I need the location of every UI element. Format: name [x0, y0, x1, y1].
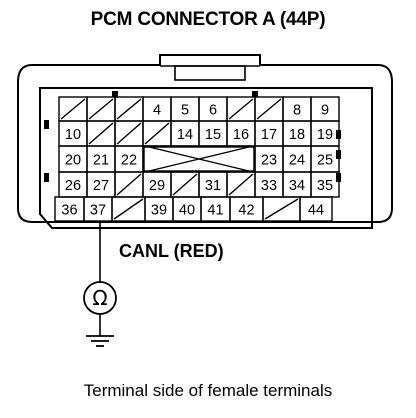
empty-cavity-mark — [144, 122, 170, 145]
key-top-2 — [252, 91, 258, 97]
terminal-cavity — [299, 196, 333, 222]
connector-body — [39, 87, 373, 229]
terminal-number: 22 — [121, 153, 137, 169]
terminal-number: 23 — [261, 153, 277, 169]
terminal-number: 21 — [93, 153, 109, 169]
terminal-number: 40 — [179, 203, 195, 219]
key-left-bottom — [44, 173, 49, 182]
terminal-number: 8 — [293, 103, 301, 119]
key-top-1 — [112, 91, 118, 97]
key-left-top — [44, 120, 49, 129]
terminal-number: 16 — [233, 127, 249, 143]
terminal-number: 4 — [153, 103, 161, 119]
terminal-number: 19 — [317, 127, 333, 143]
terminal-number: 14 — [177, 127, 193, 143]
terminal-number: 42 — [238, 203, 254, 219]
blocked-area-cross — [144, 145, 254, 173]
caption: Terminal side of female terminals — [83, 381, 333, 400]
ground-icon — [86, 335, 114, 347]
terminal-number: 31 — [205, 178, 221, 194]
probe-label: CANL (RED) — [119, 241, 224, 261]
empty-cavity-mark — [88, 122, 114, 145]
empty-cavity-mark — [264, 198, 299, 220]
terminal-number: 18 — [289, 127, 305, 143]
terminal-number: 39 — [151, 203, 167, 219]
terminal-number: 15 — [205, 127, 221, 143]
terminal-number: 5 — [181, 103, 189, 119]
terminal-number: 27 — [93, 178, 109, 194]
terminal-number: 41 — [207, 203, 223, 219]
empty-cavity-mark — [116, 173, 142, 196]
empty-cavity-mark — [116, 98, 142, 120]
terminal-number: 37 — [90, 203, 106, 219]
terminal-number: 17 — [261, 127, 277, 143]
terminal-number: 10 — [65, 127, 81, 143]
connector-title: PCM CONNECTOR A (44P) — [90, 9, 326, 30]
empty-cavity-mark — [60, 98, 86, 120]
terminal-number: 25 — [317, 153, 333, 169]
terminal-number: 9 — [321, 103, 329, 119]
terminal-number: 29 — [149, 178, 165, 194]
empty-cavity-mark — [172, 173, 198, 196]
terminal-number: 34 — [289, 178, 305, 194]
terminal-number: 6 — [209, 103, 217, 119]
terminal-number: 20 — [65, 153, 81, 169]
terminal-grid: 4 5 6 8 9 10 14 15 16 17 18 19 20 21 22 23 24 25 26 27 29 31 3… — [54, 96, 340, 222]
empty-cavity-mark — [113, 198, 144, 220]
empty-cavity-mark — [88, 98, 114, 120]
terminal-number: 44 — [308, 203, 324, 219]
empty-cavity-mark — [256, 98, 282, 120]
empty-cavity-mark — [228, 173, 254, 196]
empty-cavity-mark — [228, 98, 254, 120]
terminal-number: 24 — [289, 153, 305, 169]
empty-cavity-mark — [116, 122, 142, 145]
terminal-number: 35 — [317, 178, 333, 194]
terminal-number: 36 — [61, 203, 77, 219]
connector-housing — [17, 54, 393, 223]
terminal-number: 26 — [65, 178, 81, 194]
terminal-number: 33 — [261, 178, 277, 194]
ohm-symbol: Ω — [92, 286, 107, 310]
lock-tab — [174, 65, 246, 81]
